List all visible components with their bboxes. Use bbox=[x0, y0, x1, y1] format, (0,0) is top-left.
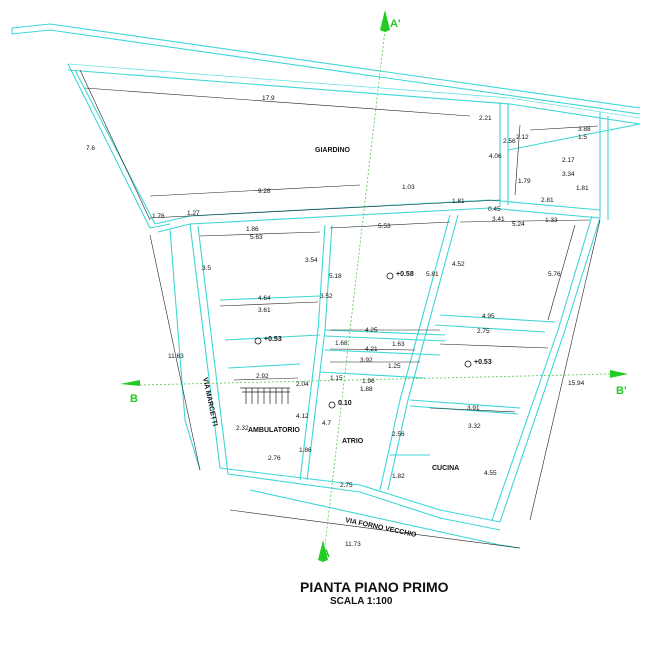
dimension-label: 3.5 bbox=[202, 265, 211, 272]
dimension-label: 3.52 bbox=[320, 293, 333, 300]
dimension-label: 7.6 bbox=[86, 145, 95, 152]
dimension-label: 5.76 bbox=[548, 271, 561, 278]
level-label: +0.58 bbox=[396, 271, 414, 278]
dimension-label: 4.06 bbox=[489, 153, 502, 160]
dimension-label: 5.63 bbox=[250, 234, 263, 241]
dimension-label: 1.63 bbox=[392, 341, 405, 348]
dimension-label: 2.04 bbox=[296, 381, 309, 388]
street-label-via-marcetti: VIA MARCETTI bbox=[201, 377, 218, 427]
dimension-label: 5.24 bbox=[512, 221, 525, 228]
section-line-b bbox=[120, 370, 628, 386]
dimension-label: 1.81 bbox=[576, 185, 589, 192]
dimension-label: 2.12 bbox=[516, 134, 529, 141]
dimension-label: 4.55 bbox=[484, 470, 497, 477]
plan-title: PIANTA PIANO PRIMO bbox=[300, 579, 449, 595]
dimension-label: 3.32 bbox=[468, 423, 481, 430]
dimension-label: 5.18 bbox=[329, 273, 342, 280]
walls bbox=[11, 23, 641, 549]
dimension-label: 3.61 bbox=[258, 307, 271, 314]
dimension-label: 1.15 bbox=[330, 375, 343, 382]
section-label-a-prime: A' bbox=[390, 18, 401, 30]
dimension-label: 1.76 bbox=[152, 213, 165, 220]
dimension-label: 0.45 bbox=[488, 206, 501, 213]
dimension-label: 4.21 bbox=[365, 346, 378, 353]
dimension-label: 2.76 bbox=[268, 455, 281, 462]
dimension-label: 3.91 bbox=[467, 405, 480, 412]
street-label-via-forno-vecchio: VIA FORNO VECCHIO bbox=[345, 517, 418, 539]
dimension-label: 1.88 bbox=[360, 386, 373, 393]
section-label-a: A bbox=[322, 548, 330, 560]
dimension-label: 1.68 bbox=[335, 340, 348, 347]
staircase bbox=[240, 387, 290, 404]
dimension-label: 2.56 bbox=[392, 431, 405, 438]
dimension-label: 3.92 bbox=[360, 357, 373, 364]
level-label: +0.53 bbox=[474, 359, 492, 366]
dimension-label: 1.25 bbox=[388, 363, 401, 370]
dimension-label: 1.79 bbox=[518, 178, 531, 185]
dimension-label: 2.75 bbox=[340, 482, 353, 489]
room-label-atrio: ATRIO bbox=[342, 438, 364, 445]
dimension-label: 3.88 bbox=[578, 126, 591, 133]
dimension-label: 4.25 bbox=[365, 327, 378, 334]
dimension-label: 4.7 bbox=[322, 420, 331, 427]
dimension-label: 2.32 bbox=[236, 425, 249, 432]
dimension-label: 3.34 bbox=[562, 171, 575, 178]
dimension-label: 2.81 bbox=[541, 197, 554, 204]
dimension-label: 1.33 bbox=[545, 217, 558, 224]
room-label-cucina: CUCINA bbox=[432, 465, 459, 472]
section-label-b-prime: B' bbox=[616, 385, 627, 397]
dimension-label: 1.03 bbox=[402, 184, 415, 191]
plan-scale: SCALA 1:100 bbox=[330, 596, 393, 607]
dimension-labels: 17.9 7.6 9.28 1.76 1.27 1.86 5.63 5.53 3… bbox=[86, 95, 591, 548]
dimension-label: 1.5 bbox=[578, 134, 587, 141]
section-label-b: B bbox=[130, 393, 138, 405]
dimension-label: 4.95 bbox=[482, 313, 495, 320]
level-label: 0.10 bbox=[338, 400, 352, 407]
dimension-label: 17.9 bbox=[262, 95, 275, 102]
level-markers: +0.58 +0.53 +0.53 0.10 bbox=[254, 271, 492, 409]
dimension-label: 3.54 bbox=[305, 257, 318, 264]
dimension-label: 1.86 bbox=[246, 226, 259, 233]
dimension-label: 4.12 bbox=[296, 413, 309, 420]
dimension-label: 2.17 bbox=[562, 157, 575, 164]
dimension-label: 11.63 bbox=[168, 353, 184, 360]
dimension-label: 5.53 bbox=[378, 223, 391, 230]
dimension-label: 1.96 bbox=[362, 378, 375, 385]
dimension-label: 11.73 bbox=[345, 541, 361, 548]
dimension-label: 9.28 bbox=[258, 188, 271, 195]
dimension-label: 3.41 bbox=[492, 216, 505, 223]
dimension-label: 1.27 bbox=[187, 210, 200, 217]
room-label-ambulatorio: AMBULATORIO bbox=[248, 427, 300, 434]
dimension-label: 1.82 bbox=[392, 473, 405, 480]
dimension-label: 4.64 bbox=[258, 295, 271, 302]
dimension-label: 4.52 bbox=[452, 261, 465, 268]
dimension-label: 5.81 bbox=[426, 271, 439, 278]
dimension-lines bbox=[79, 69, 601, 549]
section-line-a bbox=[318, 10, 390, 562]
dimension-label: 2.92 bbox=[256, 373, 269, 380]
level-label: +0.53 bbox=[264, 336, 282, 343]
dimension-label: 2.56 bbox=[503, 138, 516, 145]
dimension-label: 1.81 bbox=[452, 198, 465, 205]
dimension-label: 15.94 bbox=[568, 380, 585, 387]
room-label-giardino: GIARDINO bbox=[315, 147, 351, 154]
dimension-label: 2.21 bbox=[479, 115, 492, 122]
dimension-label: 2.75 bbox=[477, 328, 490, 335]
dimension-label: 1.86 bbox=[299, 447, 312, 454]
